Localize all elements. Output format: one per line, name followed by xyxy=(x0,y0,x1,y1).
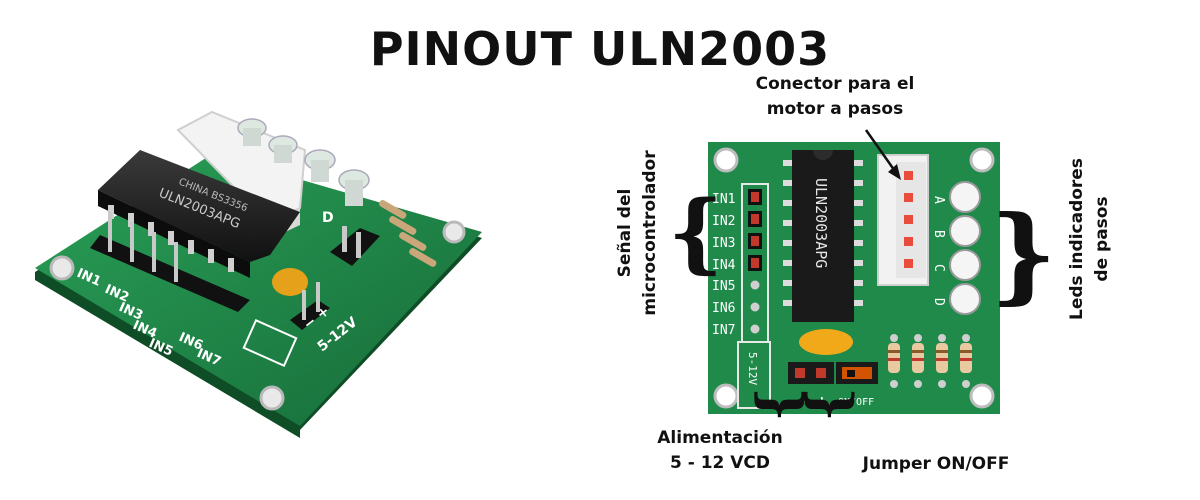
photo-voltage-frame xyxy=(242,319,298,367)
diagram-power-plus: + xyxy=(816,394,828,410)
motor-connector-label: Conector para el motor a pasos xyxy=(740,72,930,122)
jumper-label-line: Jumper ON/OFF xyxy=(862,454,1010,474)
diagram-voltage-text: 5-12V xyxy=(746,352,759,385)
photo-hole xyxy=(259,385,285,411)
photo-hole xyxy=(49,255,75,281)
diagram-led-letter-c: C xyxy=(931,264,946,272)
connector-arrow xyxy=(864,129,899,175)
diagram-voltage-frame xyxy=(737,341,771,409)
diagram-chip xyxy=(792,150,854,322)
diagram-motor-pins xyxy=(904,171,913,268)
signal-label-line1: Señal del xyxy=(615,188,635,278)
power-brace: } xyxy=(750,387,814,422)
diagram-capacitor xyxy=(799,329,853,355)
photo-input-header xyxy=(90,212,250,312)
photo-resistors xyxy=(379,199,437,267)
diagram-label-in3: IN3 xyxy=(712,236,735,251)
diagram-hole xyxy=(713,383,739,409)
diagram-resistors xyxy=(888,334,972,388)
photo-leds xyxy=(237,118,370,206)
diagram-input-pins xyxy=(748,189,762,334)
diagram-label-in7: IN7 xyxy=(712,323,735,338)
photo-hole xyxy=(442,220,466,244)
power-label: Alimentación 5 - 12 VCD xyxy=(630,426,810,476)
connector-arrow-head xyxy=(888,164,901,180)
diagram-led-letter-b: B xyxy=(931,230,946,238)
diagram-label-in2: IN2 xyxy=(712,214,735,229)
diagram-power-header xyxy=(788,362,834,384)
diagram-label-in4: IN4 xyxy=(712,258,736,273)
signal-label-line2: microcontrolador xyxy=(640,150,660,316)
signal-label: Señal del microcontrolador xyxy=(613,143,663,323)
photo-jumper xyxy=(330,228,380,266)
motor-connector-label-line1: Conector para el xyxy=(755,74,915,94)
photo-capacitor xyxy=(272,268,308,296)
diagram-label-in6: IN6 xyxy=(712,301,735,316)
page-title: PINOUT ULN2003 xyxy=(369,22,831,76)
diagram-hole xyxy=(969,383,995,409)
diagram-hole xyxy=(713,147,739,173)
diagram-onoff-text: ON/OFF xyxy=(838,397,874,408)
leds-label: Leds indicadores de pasos xyxy=(1065,144,1115,334)
jumper-label: Jumper ON/OFF xyxy=(846,452,1026,477)
photo-chip xyxy=(98,150,300,262)
diagram-power-minus: − xyxy=(795,394,807,410)
power-label-line1: Alimentación xyxy=(657,428,783,448)
diagram-hole xyxy=(969,147,995,173)
photo-label-d: D xyxy=(322,210,334,226)
diagram-leds xyxy=(949,181,981,315)
diagram-chip-pins xyxy=(783,160,863,306)
power-label-line2: 5 - 12 VCD xyxy=(669,453,771,473)
leds-label-line2: de pasos xyxy=(1092,196,1112,282)
diagram-label-in1: IN1 xyxy=(712,192,735,207)
signal-brace: { xyxy=(668,182,723,283)
jumper-brace: } xyxy=(800,387,864,422)
leds-brace: } xyxy=(990,192,1057,315)
motor-connector-label-line2: motor a pasos xyxy=(766,99,904,119)
diagram-led-letter-a: A xyxy=(931,196,946,204)
diagram-led-letter-d: D xyxy=(931,298,946,306)
diagram-chip-text: ULN2003APG xyxy=(812,178,830,268)
diagram-label-in5: IN5 xyxy=(712,279,735,294)
leds-label-line1: Leds indicadores xyxy=(1067,158,1087,320)
